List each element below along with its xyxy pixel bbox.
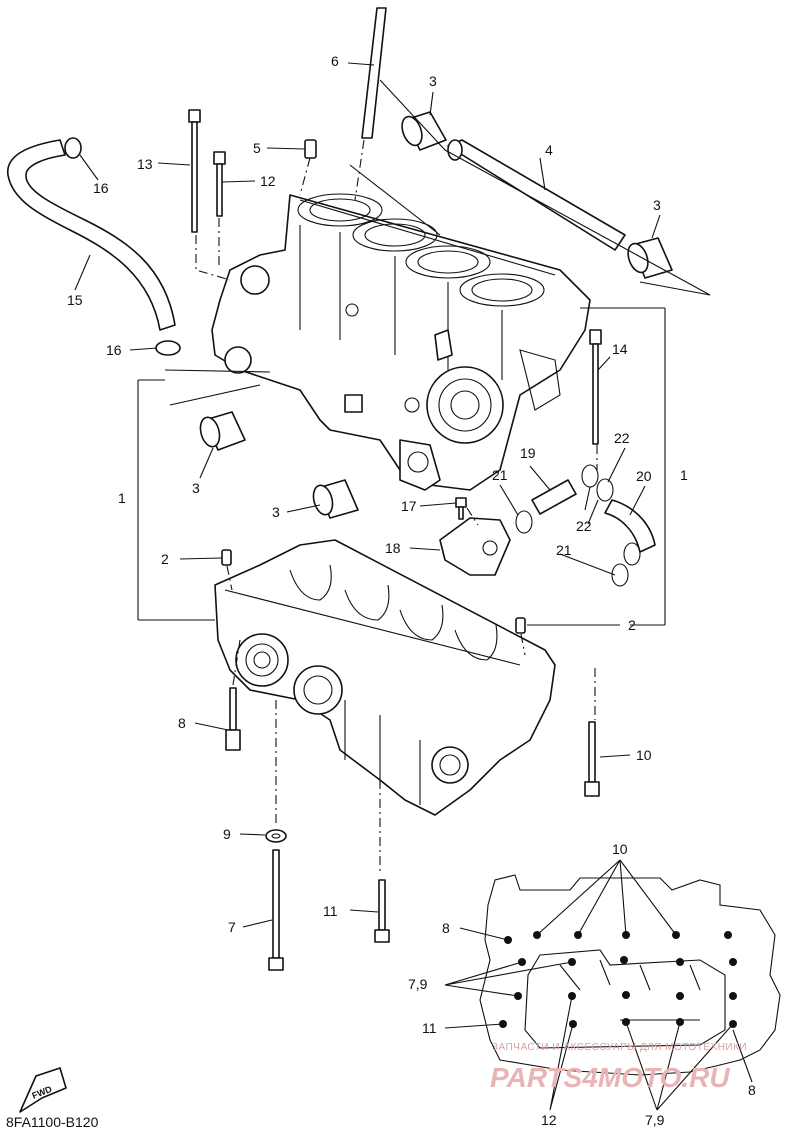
watermark-site: PARTS4MOTO.RU xyxy=(490,1062,730,1093)
dowel-pin-2-right xyxy=(515,617,526,634)
callout-10: 10 xyxy=(636,747,652,763)
callout-3: 3 xyxy=(272,504,280,520)
inset-callout-11: 11 xyxy=(422,1020,437,1036)
dowel-pin-5 xyxy=(304,139,317,159)
callout-7: 7 xyxy=(228,919,236,935)
inset-callout-12: 12 xyxy=(541,1112,557,1128)
callout-1: 1 xyxy=(118,490,126,506)
bolt-10 xyxy=(584,721,600,797)
callout-labels: 6 3 4 3 5 13 12 16 15 16 14 3 3 1 1 17 1… xyxy=(67,53,688,935)
inset-callout-8: 8 xyxy=(748,1082,756,1098)
callout-4: 4 xyxy=(545,142,553,158)
callout-1: 1 xyxy=(680,467,688,483)
diagram-code: 8FA1100-B120 xyxy=(6,1114,99,1130)
damper-bushing-upper-left xyxy=(401,111,447,151)
alignment-lines xyxy=(195,139,598,875)
stud-bolt xyxy=(361,7,387,139)
watermark-tagline: ЗАПЧАСТИ И АКСЕССУАРЫ ДЛЯ МОТОТЕХНИКИ xyxy=(492,1042,747,1053)
callout-20: 20 xyxy=(636,468,652,484)
callout-21: 21 xyxy=(556,542,572,558)
bolt-11 xyxy=(374,879,390,943)
callout-6: 6 xyxy=(331,53,339,69)
callout-12: 12 xyxy=(260,173,276,189)
inset-callout-10: 10 xyxy=(612,841,628,857)
inset-callout-7-9: 7,9 xyxy=(645,1112,665,1128)
callout-8: 8 xyxy=(178,715,186,731)
fwd-arrow-icon: FWD xyxy=(19,1067,67,1113)
callout-14: 14 xyxy=(612,341,628,357)
bolt-12 xyxy=(213,151,226,217)
callout-11: 11 xyxy=(323,903,338,919)
oil-pipe-18 xyxy=(439,517,511,576)
bolt-14 xyxy=(589,329,602,445)
callout-5: 5 xyxy=(253,140,261,156)
callout-16: 16 xyxy=(106,342,122,358)
callout-15: 15 xyxy=(67,292,83,308)
callout-16: 16 xyxy=(93,180,109,196)
inset-callout-8: 8 xyxy=(442,920,450,936)
callout-3: 3 xyxy=(429,73,437,89)
long-bolt-7 xyxy=(268,849,284,971)
callout-13: 13 xyxy=(137,156,153,172)
long-bolt-13 xyxy=(188,109,201,233)
dowel-pin-2-left xyxy=(221,549,232,566)
callout-17: 17 xyxy=(401,498,417,514)
callout-9: 9 xyxy=(223,826,231,842)
breather-hose-15 xyxy=(7,139,176,331)
callout-21: 21 xyxy=(492,467,508,483)
hose-clamp-16-bottom xyxy=(155,340,181,356)
lower-crankcase xyxy=(214,539,556,816)
callout-19: 19 xyxy=(520,445,536,461)
leader-lines xyxy=(74,62,711,928)
hose-clamp-16-top xyxy=(64,137,82,159)
upper-crankcase xyxy=(211,193,591,491)
bolt-8 xyxy=(225,687,241,751)
joint-pipe-19 xyxy=(531,479,577,515)
clamps-21-22 xyxy=(515,464,641,587)
washer-9 xyxy=(265,829,287,843)
callout-3: 3 xyxy=(192,480,200,496)
callout-18: 18 xyxy=(385,540,401,556)
callout-22: 22 xyxy=(614,430,630,446)
damper-bushing-center xyxy=(312,479,359,519)
bolt-location-inset xyxy=(444,859,781,1111)
callout-2: 2 xyxy=(161,551,169,567)
inset-callout-labels: 10 8 7,9 11 12 7,9 8 xyxy=(408,841,756,1128)
callout-22: 22 xyxy=(576,518,592,534)
inset-callout-7-9: 7,9 xyxy=(408,976,428,992)
hose-20 xyxy=(604,499,656,553)
damper-bushing-left xyxy=(199,411,246,451)
watermark: ЗАПЧАСТИ И АКСЕССУАРЫ ДЛЯ МОТОТЕХНИКИ PA… xyxy=(490,1042,747,1093)
callout-2: 2 xyxy=(628,617,636,633)
callout-3: 3 xyxy=(653,197,661,213)
bolt-17 xyxy=(455,497,467,520)
collar-pipe-4 xyxy=(447,139,626,251)
damper-bushing-upper-right xyxy=(627,237,673,279)
